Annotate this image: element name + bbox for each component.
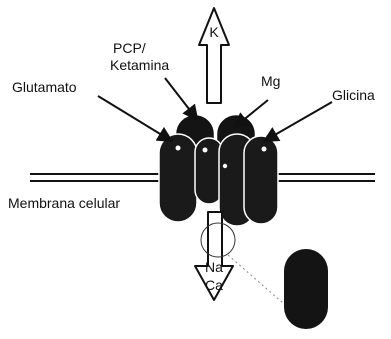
glicina-label: Glicina: [332, 87, 375, 103]
membrana-label: Membrana celular: [8, 195, 120, 211]
k-outflow-arrow: K: [199, 8, 229, 103]
glutamato-label: Glutamato: [12, 79, 77, 95]
isolated-subunit: [284, 249, 328, 329]
k-label: K: [209, 24, 219, 40]
na-label: Na: [205, 259, 223, 275]
ca-label: Ca: [205, 277, 223, 293]
pcp-label-line2: Ketamina: [110, 57, 169, 73]
receptor-complex: [159, 116, 278, 226]
mg-label: Mg: [261, 73, 280, 89]
pcp-label-line1: PCP/: [113, 40, 146, 56]
